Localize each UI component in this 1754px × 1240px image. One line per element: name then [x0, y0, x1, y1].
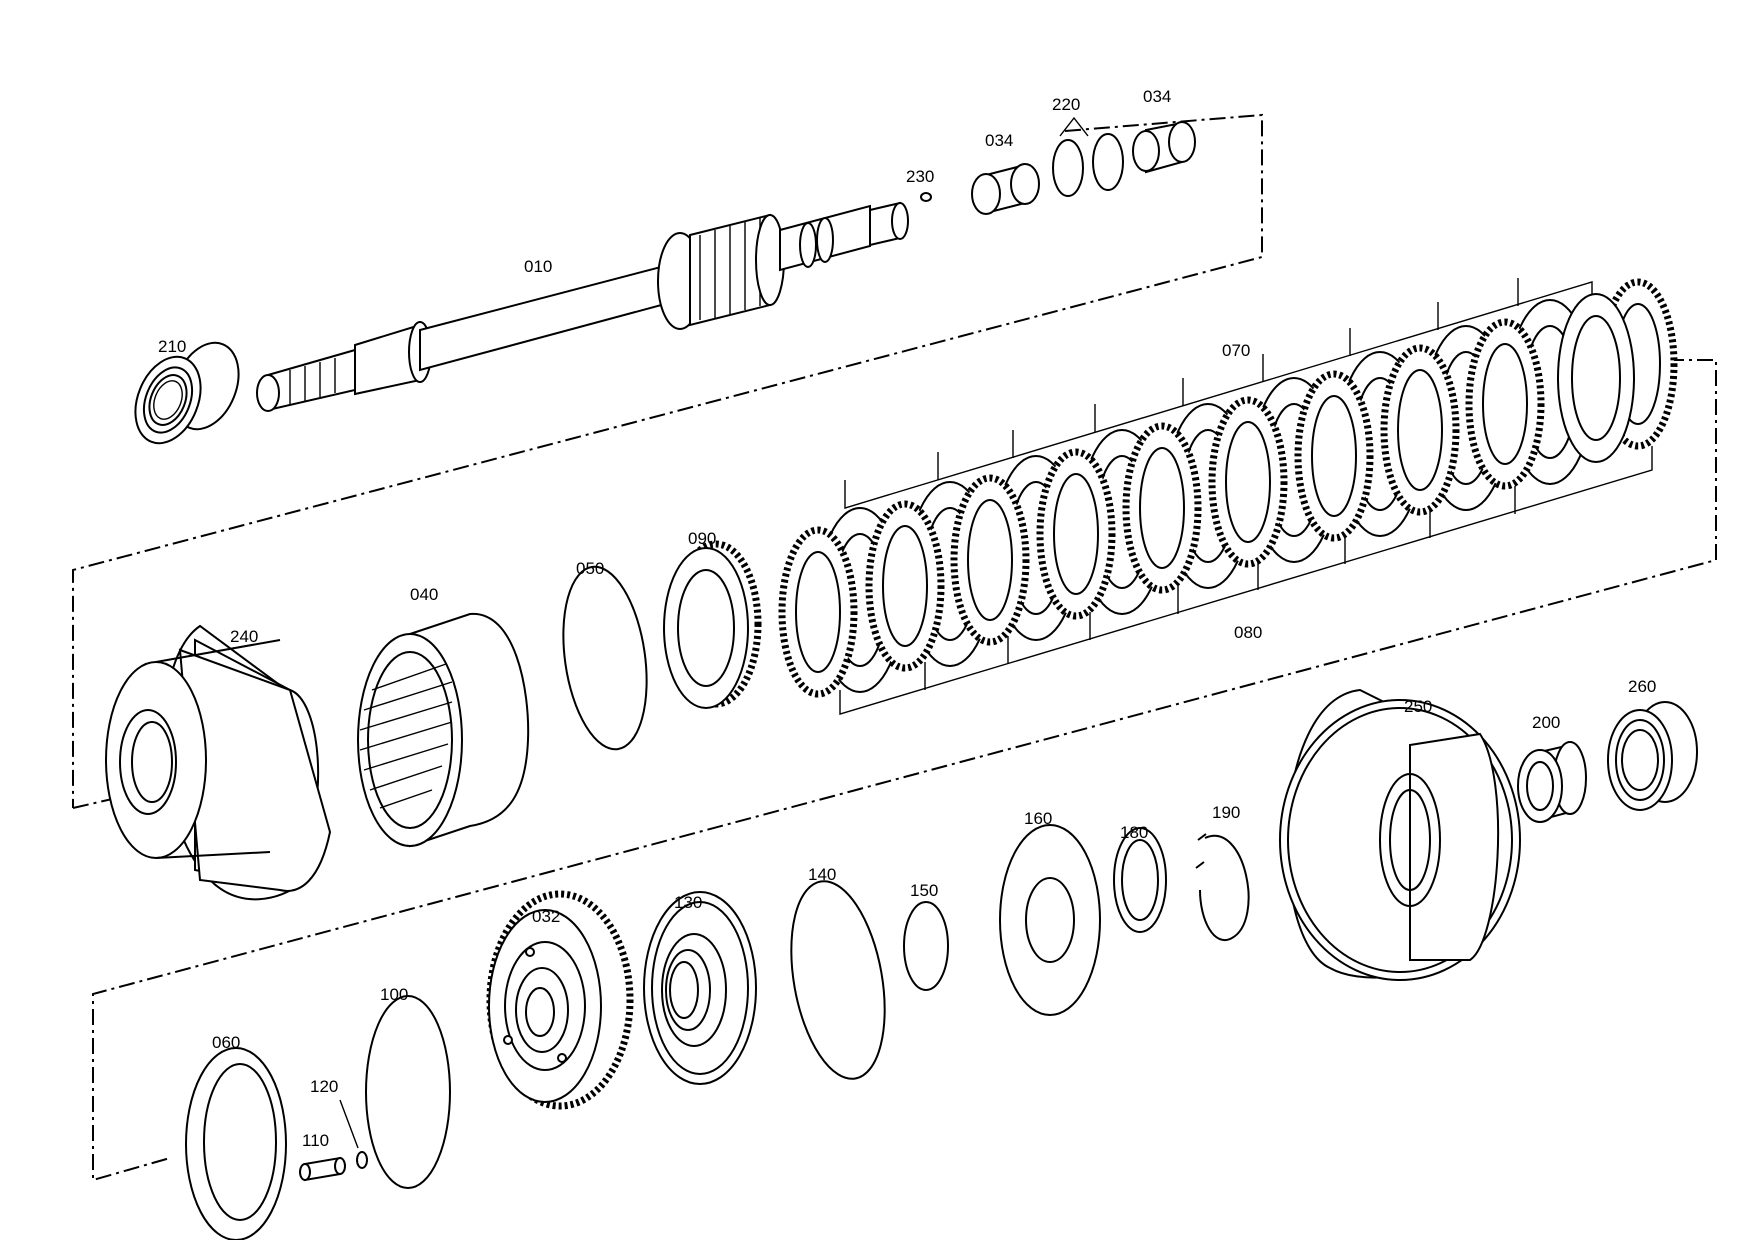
- callout-190: 190: [1212, 803, 1240, 822]
- part-120-ring: [339, 1099, 368, 1169]
- part-140-o-ring: [790, 880, 886, 1080]
- callout-032: 032: [532, 907, 560, 926]
- callout-130: 130: [674, 893, 702, 912]
- callout-090: 090: [688, 529, 716, 548]
- part-230-ball: [920, 192, 932, 202]
- part-050-snap-ring: [562, 565, 648, 751]
- part-010-shaft: [256, 201, 909, 412]
- part-060-washer: [185, 1047, 287, 1240]
- callout-230: 230: [906, 167, 934, 186]
- callout-110: 110: [302, 1131, 329, 1150]
- part-130-bearing: [643, 891, 757, 1085]
- callout-150: 150: [910, 881, 938, 900]
- callout-120: 120: [310, 1077, 338, 1096]
- callout-240: 240: [230, 627, 258, 646]
- part-260-bearing: [1607, 701, 1698, 811]
- callout-labels: 010 210 230 034 220 034 070 080 090 050 …: [158, 87, 1656, 1150]
- callout-160: 160: [1024, 809, 1052, 828]
- callout-060: 060: [212, 1033, 240, 1052]
- callout-034-left: 034: [985, 131, 1013, 150]
- part-034-bushing-right: [1132, 121, 1196, 174]
- callout-100: 100: [380, 985, 408, 1004]
- part-100-o-ring: [365, 995, 451, 1189]
- callout-200: 200: [1532, 713, 1560, 732]
- part-240-housing: [105, 624, 332, 901]
- callout-140: 140: [808, 865, 836, 884]
- part-040-needle-cage: [357, 612, 530, 848]
- part-090-washer: [663, 540, 762, 709]
- part-110-pin: [299, 1156, 346, 1182]
- part-070-080-clutch-pack: [778, 278, 1678, 715]
- part-180-ring: [1113, 827, 1167, 933]
- part-210-bearing: [134, 341, 240, 445]
- part-034-bushing-left: [971, 163, 1040, 215]
- callout-260: 260: [1628, 677, 1656, 696]
- callout-050: 050: [576, 559, 604, 578]
- callout-080: 080: [1234, 623, 1262, 642]
- part-220-rings: [1052, 116, 1124, 197]
- part-190-circlip: [1195, 833, 1250, 941]
- callout-220: 220: [1052, 95, 1080, 114]
- part-160-disc: [999, 824, 1101, 1016]
- callout-250: 250: [1404, 697, 1432, 716]
- callout-180: 180: [1120, 823, 1148, 842]
- part-250-housing: [1279, 688, 1521, 981]
- callout-010: 010: [524, 257, 552, 276]
- part-200-bushing: [1517, 741, 1587, 823]
- callout-040: 040: [410, 585, 438, 604]
- part-032-gear: [486, 890, 634, 1110]
- callout-210: 210: [158, 337, 186, 356]
- callout-070: 070: [1222, 341, 1250, 360]
- callout-034-right: 034: [1143, 87, 1171, 106]
- part-150-o-ring: [903, 901, 949, 991]
